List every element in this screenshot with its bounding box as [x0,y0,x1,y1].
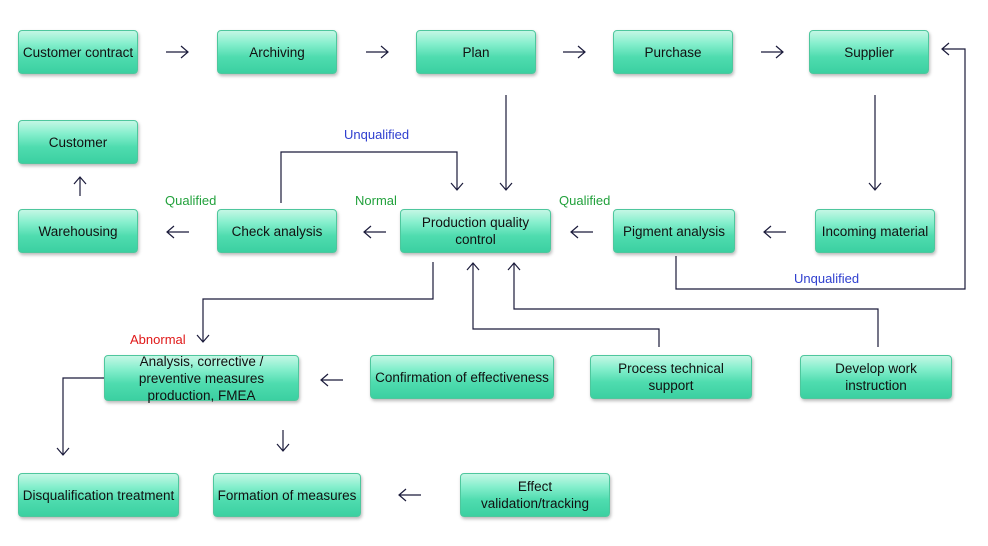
arrow-plan-to-pqc [499,95,513,191]
arrow-analysis-to-formation [276,430,290,452]
node-supplier[interactable]: Supplier [809,30,929,74]
node-warehousing[interactable]: Warehousing [18,209,138,253]
arrow-warehousing-to-customer [73,176,87,196]
arrow-check-to-warehousing [166,225,189,239]
arrow-work-instruction-to-pqc [507,262,879,347]
label-normal: Normal [355,193,397,208]
arrow-plan-to-purchase [563,45,586,59]
arrow-analysis-to-disqualification [56,377,104,456]
arrow-effect-to-formation [398,488,421,502]
node-disqualification-treatment[interactable]: Disqualification treatment [18,473,179,517]
label-unqualified-check: Unqualified [344,127,410,142]
node-analysis-corrective[interactable]: Analysis, corrective / preventive measur… [104,354,299,403]
node-customer-contract[interactable]: Customer contract [18,30,138,74]
arrow-supplier-to-incoming [868,95,882,191]
node-effect-validation[interactable]: Effect validation/tracking [460,473,610,517]
node-customer[interactable]: Customer [18,120,138,164]
label-qualified-pigment: Qualified [559,193,611,208]
arrow-confirmation-to-analysis [320,373,343,387]
arrow-contract-to-archiving [166,45,189,59]
node-pigment-analysis[interactable]: Pigment analysis [613,209,735,253]
arrow-pqc-abnormal-to-analysis [196,262,434,343]
node-production-quality-control[interactable]: Production quality control [400,209,551,253]
node-archiving[interactable]: Archiving [217,30,337,74]
node-purchase[interactable]: Purchase [613,30,733,74]
arrow-incoming-to-pigment [763,225,786,239]
arrow-pigment-unqualified-to-supplier [675,42,966,290]
label-qualified-check: Qualified [165,193,217,208]
arrow-archiving-to-plan [366,45,389,59]
node-process-technical-support[interactable]: Process technical support [590,355,752,399]
node-check-analysis[interactable]: Check analysis [217,209,337,253]
label-abnormal: Abnormal [130,332,186,347]
arrow-process-support-to-pqc [466,262,660,347]
arrow-pigment-to-pqc [570,225,593,239]
label-unqualified-pigment: Unqualified [794,271,860,286]
arrow-pqc-to-check [363,225,386,239]
arrow-purchase-to-supplier [761,45,784,59]
node-formation-of-measures[interactable]: Formation of measures [213,473,361,517]
node-incoming-material[interactable]: Incoming material [815,209,935,253]
node-develop-work-instruction[interactable]: Develop work instruction [800,355,952,399]
node-confirmation-of-effectiveness[interactable]: Confirmation of effectiveness [370,355,554,399]
arrow-unqualified-loop [280,151,464,203]
node-plan[interactable]: Plan [416,30,536,74]
